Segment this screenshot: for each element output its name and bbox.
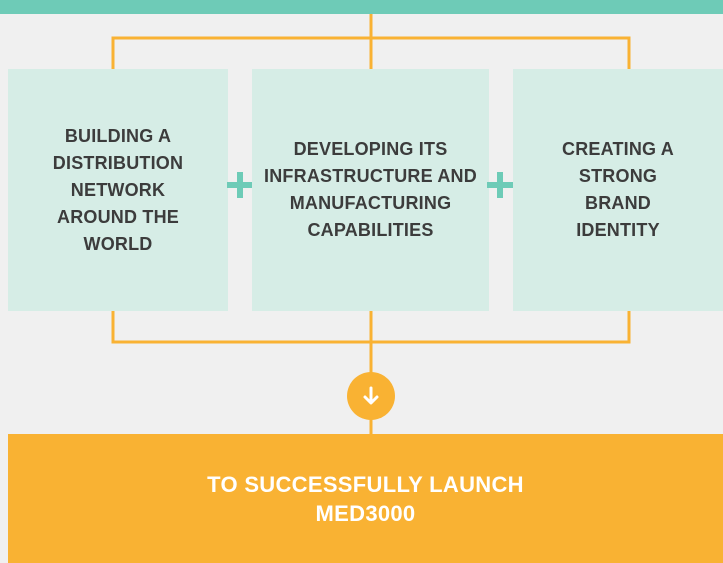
step-label-distribution: BUILDING A DISTRIBUTION NETWORK AROUND T… <box>52 125 184 254</box>
arrow-down-icon <box>347 372 395 420</box>
step-label-brand: CREATING A STRONG BRAND IDENTITY <box>562 139 674 240</box>
plus-icon <box>227 172 253 198</box>
step-box-brand: CREATING A STRONG BRAND IDENTITY <box>513 69 723 311</box>
plus-icon <box>487 172 513 198</box>
step-box-distribution: BUILDING A DISTRIBUTION NETWORK AROUND T… <box>8 69 228 311</box>
result-label: TO SUCCESSFULLY LAUNCH MED3000 <box>207 471 524 526</box>
result-box: TO SUCCESSFULLY LAUNCH MED3000 <box>8 434 723 563</box>
top-bar <box>0 0 723 14</box>
step-box-infrastructure: DEVELOPING ITS INFRASTRUCTURE AND MANUFA… <box>252 69 489 311</box>
step-label-infrastructure: DEVELOPING ITS INFRASTRUCTURE AND MANUFA… <box>264 139 477 240</box>
